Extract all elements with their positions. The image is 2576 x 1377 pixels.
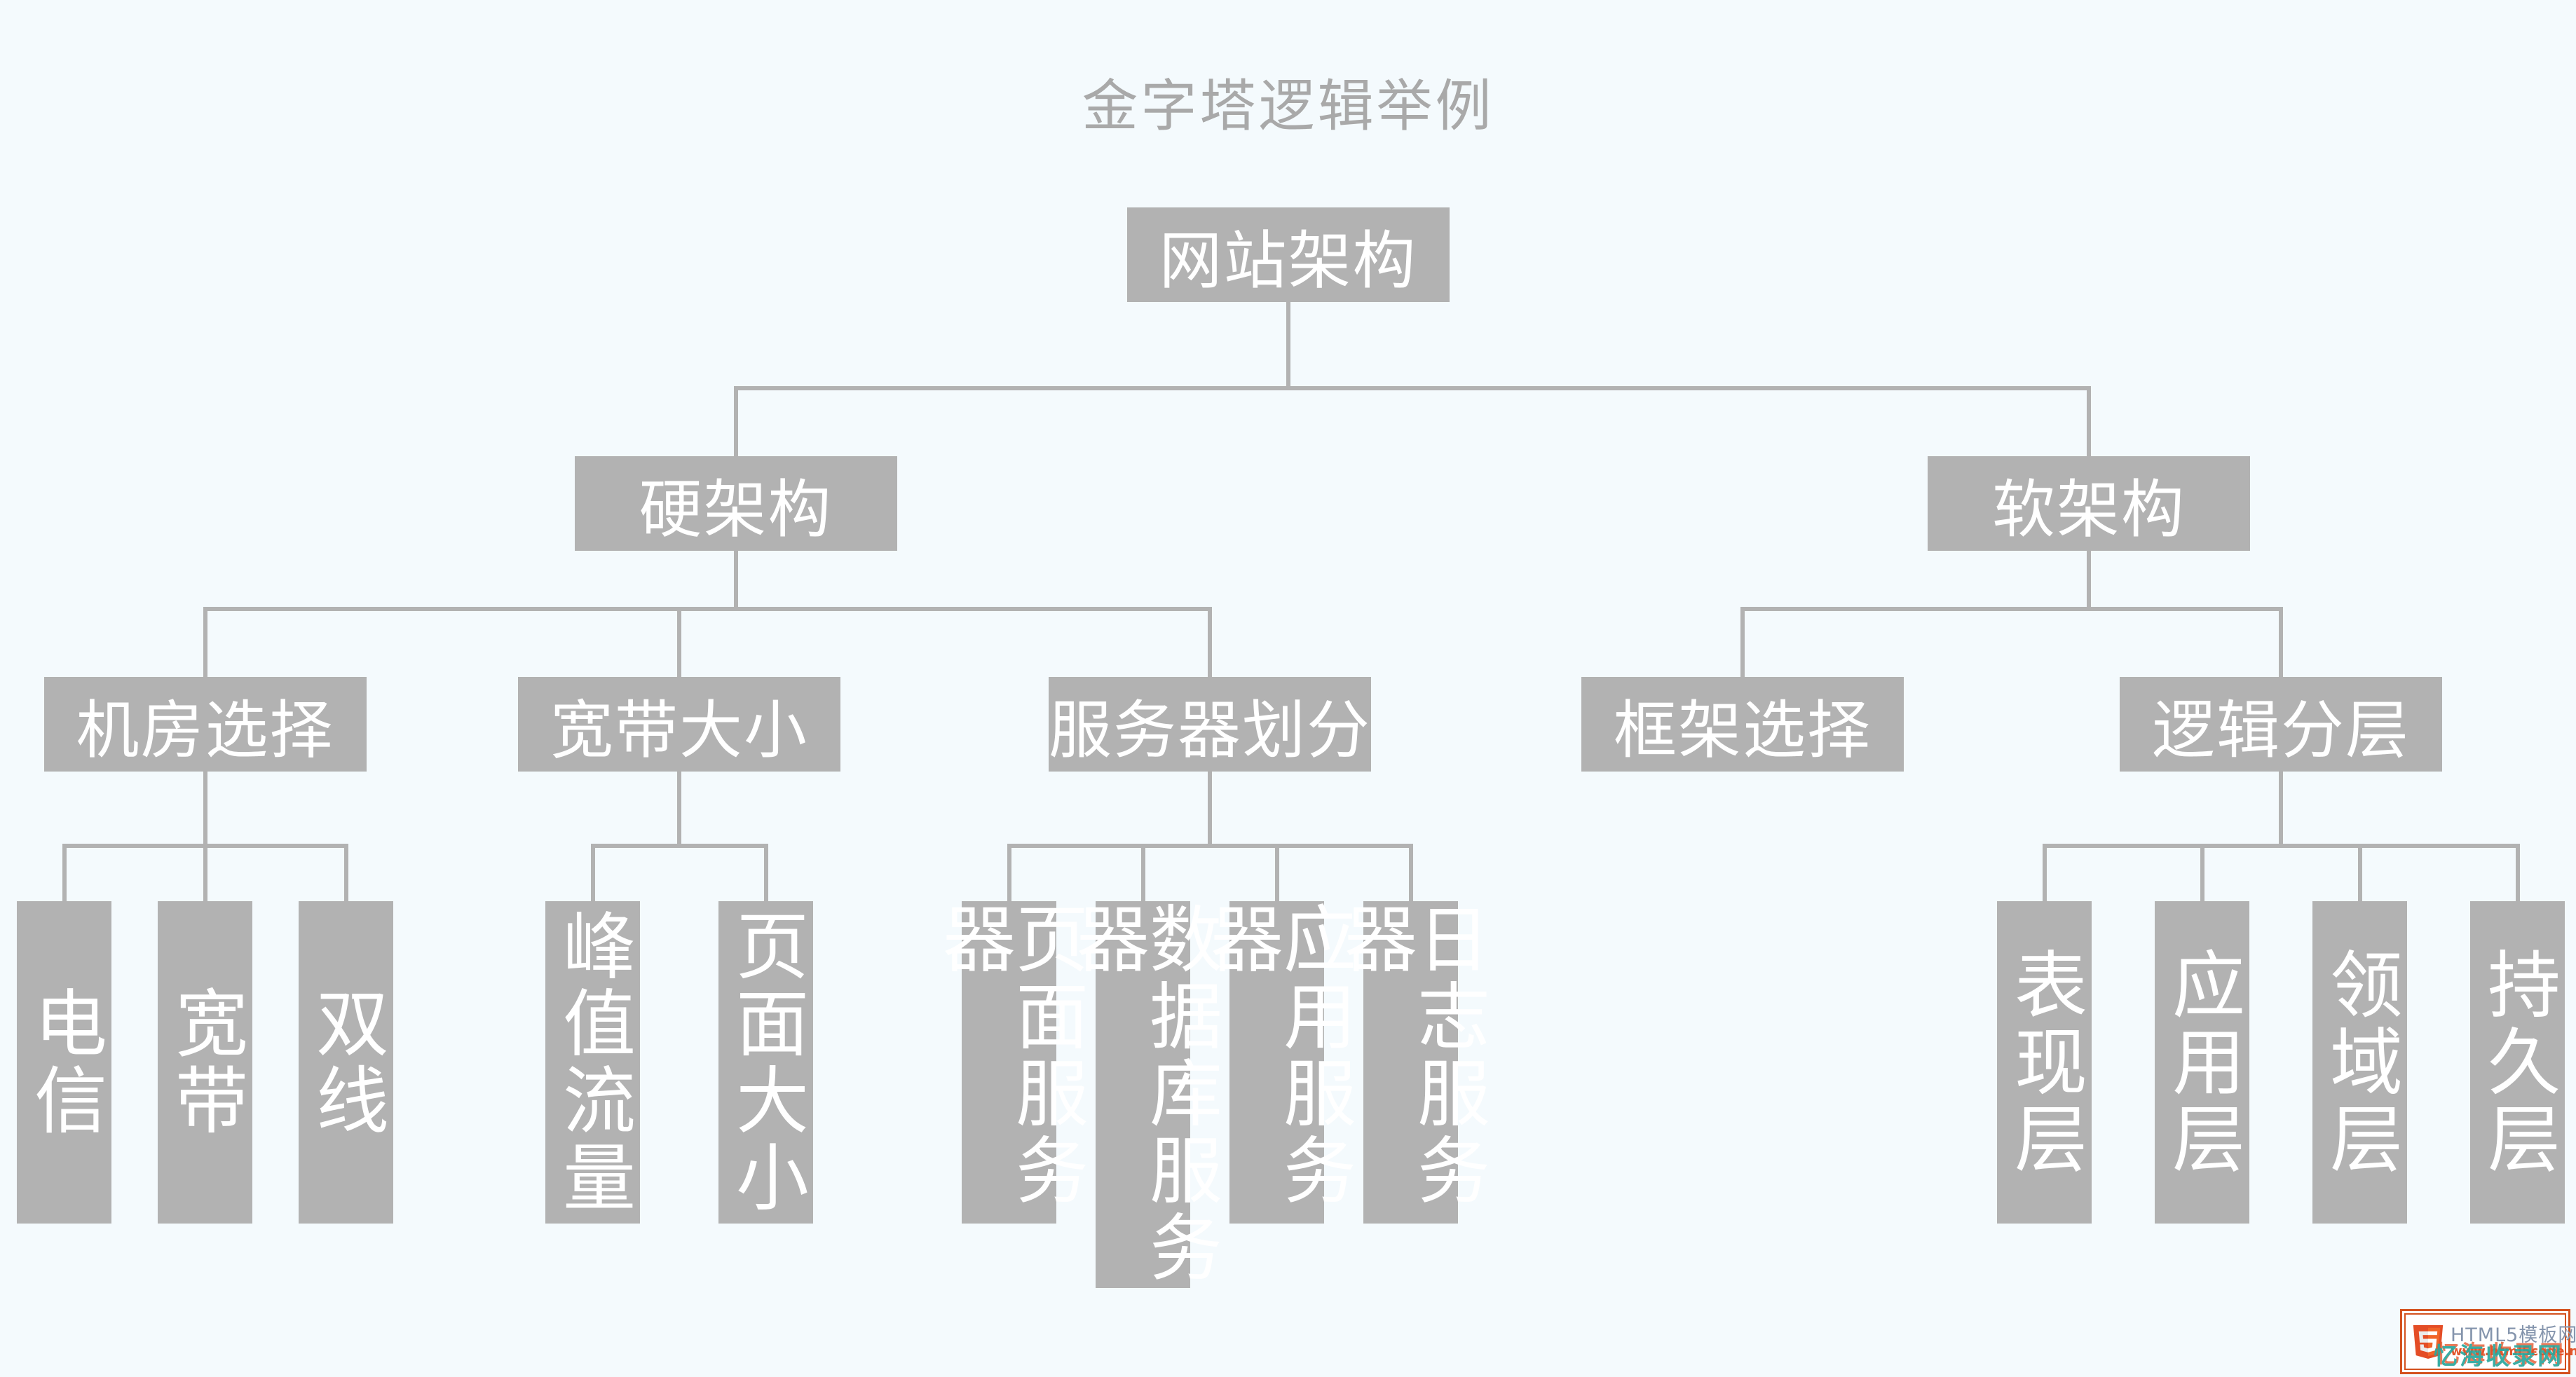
branch-hard-architecture: 硬架构 机房选择 电信 — [0, 386, 1536, 1288]
node-broadband: 宽带 — [158, 901, 252, 1224]
branch-logic-layering: 逻辑分层 表现层 应用层 — [1935, 607, 2576, 1224]
branch-bandwidth-size: 宽带大小 峰值流量 页面大小 — [461, 607, 897, 1224]
connector-line — [2279, 772, 2283, 844]
level-2-row: 硬架构 机房选择 电信 — [0, 386, 2576, 1288]
node-server-room-selection: 机房选择 — [43, 677, 367, 772]
tree-root: 网站架构 硬架构 机房选择 电 — [0, 207, 2576, 1288]
branch-framework-selection: 框架选择 — [1551, 607, 1935, 772]
node-application-layer: 应用层 — [2155, 901, 2249, 1224]
branch-presentation-layer: 表现层 — [1965, 844, 2123, 1224]
watermark-text-column: HTML5模板网 www.html5code.net — [2451, 1326, 2576, 1358]
html5-logo-icon — [2413, 1324, 2444, 1359]
node-framework-selection: 框架选择 — [1581, 677, 1904, 772]
node-logic-layering: 逻辑分层 — [2120, 677, 2442, 772]
node-database-server: 数据库服务器 — [1063, 901, 1222, 1288]
hard-architecture-children: 机房选择 电信 宽带 — [0, 607, 1522, 1288]
branch-page-size: 页面大小 — [679, 844, 852, 1224]
branch-page-server: 页面服务器 — [930, 844, 1089, 1224]
node-log-server: 日志服务器 — [1332, 901, 1490, 1224]
watermark-site-name: HTML5模板网 — [2451, 1324, 2576, 1346]
branch-database-server: 数据库服务器 — [1063, 844, 1222, 1288]
branch-domain-layer: 领域层 — [2281, 844, 2439, 1224]
connector-line — [677, 772, 681, 844]
connector-line — [203, 772, 207, 844]
node-soft-architecture: 软架构 — [1928, 456, 2250, 551]
connector-line — [1208, 772, 1212, 844]
node-telecom: 电信 — [17, 901, 111, 1224]
logic-layering-children: 表现层 应用层 领域层 持久层 — [1965, 844, 2576, 1224]
branch-soft-architecture: 软架构 框架选择 逻辑分层 — [1536, 386, 2576, 1224]
node-bandwidth-size: 宽带大小 — [518, 677, 840, 772]
branch-log-server: 日志服务器 — [1332, 844, 1490, 1224]
node-page-server: 页面服务器 — [930, 901, 1089, 1224]
server-division-children: 页面服务器 数据库服务器 应用服务器 日志服务器 — [930, 844, 1490, 1288]
branch-application-layer: 应用层 — [2123, 844, 2281, 1224]
branch-app-server: 应用服务器 — [1198, 844, 1356, 1224]
branch-telecom: 电信 — [0, 844, 135, 1224]
branch-server-division: 服务器划分 页面服务器 数据库服务器 — [897, 607, 1522, 1288]
soft-architecture-children: 框架选择 逻辑分层 表现层 — [1551, 607, 2576, 1224]
node-presentation-layer: 表现层 — [1997, 901, 2092, 1224]
connector-line — [1286, 302, 1290, 386]
site-watermark-frame: HTML5模板网 www.html5code.net 忆海收录网 — [2404, 1313, 2576, 1371]
bandwidth-children: 峰值流量 页面大小 — [506, 844, 852, 1224]
connector-line — [2087, 551, 2091, 607]
node-website-architecture: 网站架构 — [1126, 207, 1450, 302]
watermark-site-url: www.html5code.net — [2451, 1343, 2576, 1359]
node-page-size: 页面大小 — [718, 901, 813, 1224]
node-app-server: 应用服务器 — [1198, 901, 1356, 1224]
branch-persistence-layer: 持久层 — [2439, 844, 2576, 1224]
server-room-children: 电信 宽带 双线 — [0, 844, 416, 1224]
branch-server-room-selection: 机房选择 电信 宽带 — [0, 607, 461, 1224]
node-domain-layer: 领域层 — [2312, 901, 2407, 1224]
branch-broadband: 宽带 — [135, 844, 275, 1224]
connector-line — [733, 551, 738, 607]
watermark-overlay-text: 忆海收录网 — [2434, 1343, 2563, 1371]
node-dual-line: 双线 — [299, 901, 393, 1224]
node-peak-traffic: 峰值流量 — [545, 901, 640, 1224]
diagram-title: 金字塔逻辑举例 — [1082, 74, 1494, 139]
node-server-division: 服务器划分 — [1049, 677, 1371, 772]
branch-dual-line: 双线 — [275, 844, 416, 1224]
branch-peak-traffic: 峰值流量 — [506, 844, 679, 1224]
node-hard-architecture: 硬架构 — [574, 456, 897, 551]
node-persistence-layer: 持久层 — [2470, 901, 2565, 1224]
site-watermark-badge: HTML5模板网 www.html5code.net 忆海收录网 — [2400, 1309, 2576, 1374]
